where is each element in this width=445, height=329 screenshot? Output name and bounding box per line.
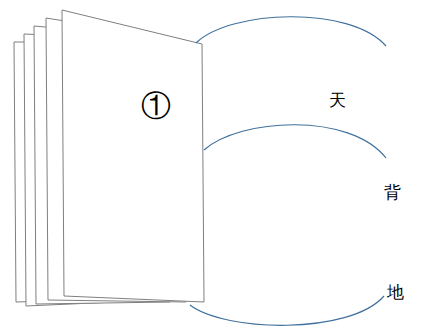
part-name: 背 xyxy=(384,184,401,201)
part-name: 天 xyxy=(329,92,346,109)
front-cover xyxy=(62,10,204,302)
callout-number: ① xyxy=(141,91,171,121)
leader-curve xyxy=(204,125,386,158)
leader-curve xyxy=(190,296,384,325)
leader-curve xyxy=(196,17,386,46)
part-name: 地 xyxy=(387,284,404,301)
